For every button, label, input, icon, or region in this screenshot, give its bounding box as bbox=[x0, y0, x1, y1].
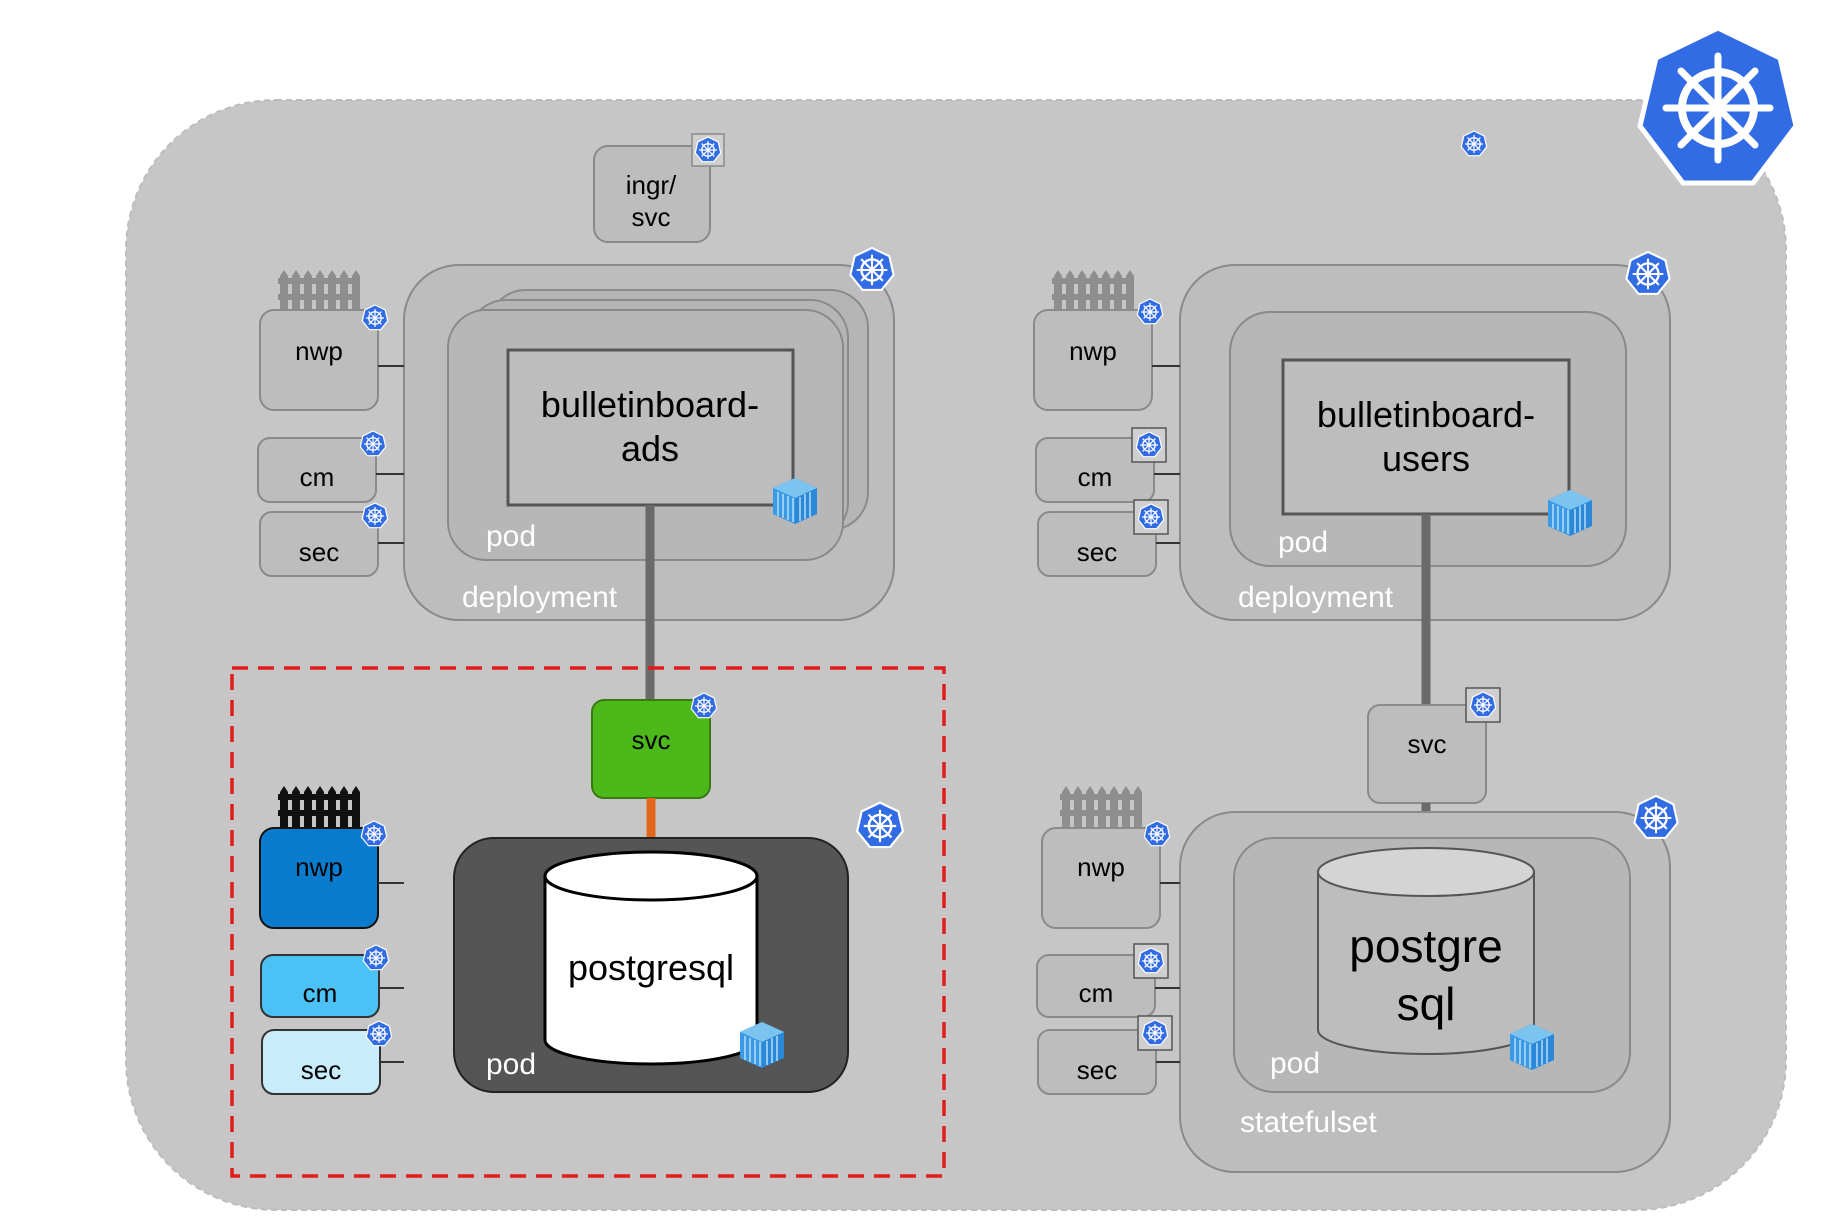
postgres-nwp-label: nwp bbox=[295, 852, 343, 882]
postgres-svc-label: svc bbox=[632, 725, 671, 755]
postgres-sec[interactable]: sec bbox=[261, 1020, 404, 1095]
users-pod-label: pod bbox=[1278, 526, 1328, 559]
kubernetes-helm-icon bbox=[1469, 691, 1497, 718]
kubernetes-logo-icon bbox=[1637, 25, 1799, 186]
postgres-cm-label: cm bbox=[303, 978, 338, 1008]
highlighted-postgres-region bbox=[230, 666, 946, 1178]
postgres-pod-label: pod bbox=[486, 1048, 536, 1081]
ads-app-label-line2: ads bbox=[621, 428, 679, 469]
users-deployment-label: deployment bbox=[1238, 581, 1394, 614]
postgres-db-label: postgresql bbox=[568, 947, 734, 988]
users-nwp[interactable]: nwp bbox=[1033, 298, 1180, 411]
ads-app-container[interactable]: bulletinboard- ads bbox=[506, 348, 818, 525]
statefulset-nwp-label: nwp bbox=[1077, 852, 1125, 882]
users-sec-label: sec bbox=[1077, 537, 1117, 567]
users-sec[interactable]: sec bbox=[1037, 499, 1180, 577]
kubernetes-helm-icon bbox=[362, 944, 390, 971]
users-nwp-label: nwp bbox=[1069, 336, 1117, 366]
ads-deployment-label: deployment bbox=[462, 581, 618, 614]
kubernetes-helm-icon bbox=[1143, 820, 1171, 847]
ingress-label-line2: svc bbox=[632, 202, 671, 232]
users-cm-label: cm bbox=[1078, 462, 1113, 492]
statefulset-nwp[interactable]: nwp bbox=[1041, 820, 1180, 929]
ingress-label-line1: ingr/ bbox=[626, 170, 677, 200]
ads-sec[interactable]: sec bbox=[259, 502, 404, 577]
postgres-sec-label: sec bbox=[301, 1055, 341, 1085]
kubernetes-helm-icon bbox=[1141, 1019, 1169, 1046]
kubernetes-helm-icon bbox=[849, 246, 895, 292]
kubernetes-helm-icon bbox=[361, 304, 389, 331]
kubernetes-helm-icon bbox=[1136, 298, 1164, 325]
kubernetes-helm-icon bbox=[1137, 947, 1165, 974]
statefulset-cm[interactable]: cm bbox=[1036, 943, 1180, 1018]
kubernetes-helm-icon bbox=[360, 820, 388, 847]
kubernetes-helm-icon bbox=[1460, 130, 1488, 157]
postgres-nwp[interactable]: nwp bbox=[259, 820, 404, 929]
kubernetes-helm-icon bbox=[1633, 794, 1679, 840]
kubernetes-helm-icon bbox=[1135, 431, 1163, 458]
postgres-cm[interactable]: cm bbox=[260, 944, 404, 1018]
statefulset-pod-label: pod bbox=[1270, 1047, 1320, 1080]
users-cm[interactable]: cm bbox=[1035, 427, 1180, 503]
kubernetes-helm-icon bbox=[694, 136, 722, 163]
users-app-label-line2: users bbox=[1382, 438, 1470, 479]
statefulset-sec-label: sec bbox=[1077, 1055, 1117, 1085]
statefulset-db-label-line2: sql bbox=[1397, 978, 1456, 1030]
ads-sec-label: sec bbox=[299, 537, 339, 567]
postgres-database[interactable]: postgresql bbox=[543, 850, 785, 1069]
users-svc[interactable]: svc bbox=[1367, 687, 1501, 804]
postgres-svc-green[interactable]: svc bbox=[591, 692, 718, 799]
ads-cm-label: cm bbox=[300, 462, 335, 492]
statefulset-label: statefulset bbox=[1240, 1106, 1377, 1139]
users-app-label-line1: bulletinboard- bbox=[1317, 394, 1535, 435]
kubernetes-helm-icon bbox=[855, 801, 905, 849]
kubernetes-helm-icon bbox=[361, 502, 389, 529]
users-app-container[interactable]: bulletinboard- users bbox=[1281, 358, 1593, 537]
statefulset-sec[interactable]: sec bbox=[1037, 1015, 1180, 1095]
ingress-service[interactable]: ingr/ svc bbox=[593, 133, 725, 243]
statefulset-cm-label: cm bbox=[1079, 978, 1114, 1008]
ads-pod-label: pod bbox=[486, 520, 536, 553]
ads-cm[interactable]: cm bbox=[257, 430, 404, 503]
statefulset-db-label-line1: postgre bbox=[1349, 920, 1502, 972]
kubernetes-helm-icon bbox=[1137, 503, 1165, 530]
kubernetes-helm-icon bbox=[365, 1020, 393, 1047]
kubernetes-helm-icon bbox=[359, 430, 387, 457]
kubernetes-helm-icon bbox=[1625, 250, 1671, 296]
ads-nwp[interactable]: nwp bbox=[259, 304, 404, 411]
ads-nwp-label: nwp bbox=[295, 336, 343, 366]
ads-app-label-line1: bulletinboard- bbox=[541, 384, 759, 425]
kubernetes-helm-icon bbox=[690, 692, 718, 719]
users-svc-label: svc bbox=[1408, 729, 1447, 759]
statefulset-database[interactable]: postgre sql bbox=[1317, 847, 1555, 1071]
